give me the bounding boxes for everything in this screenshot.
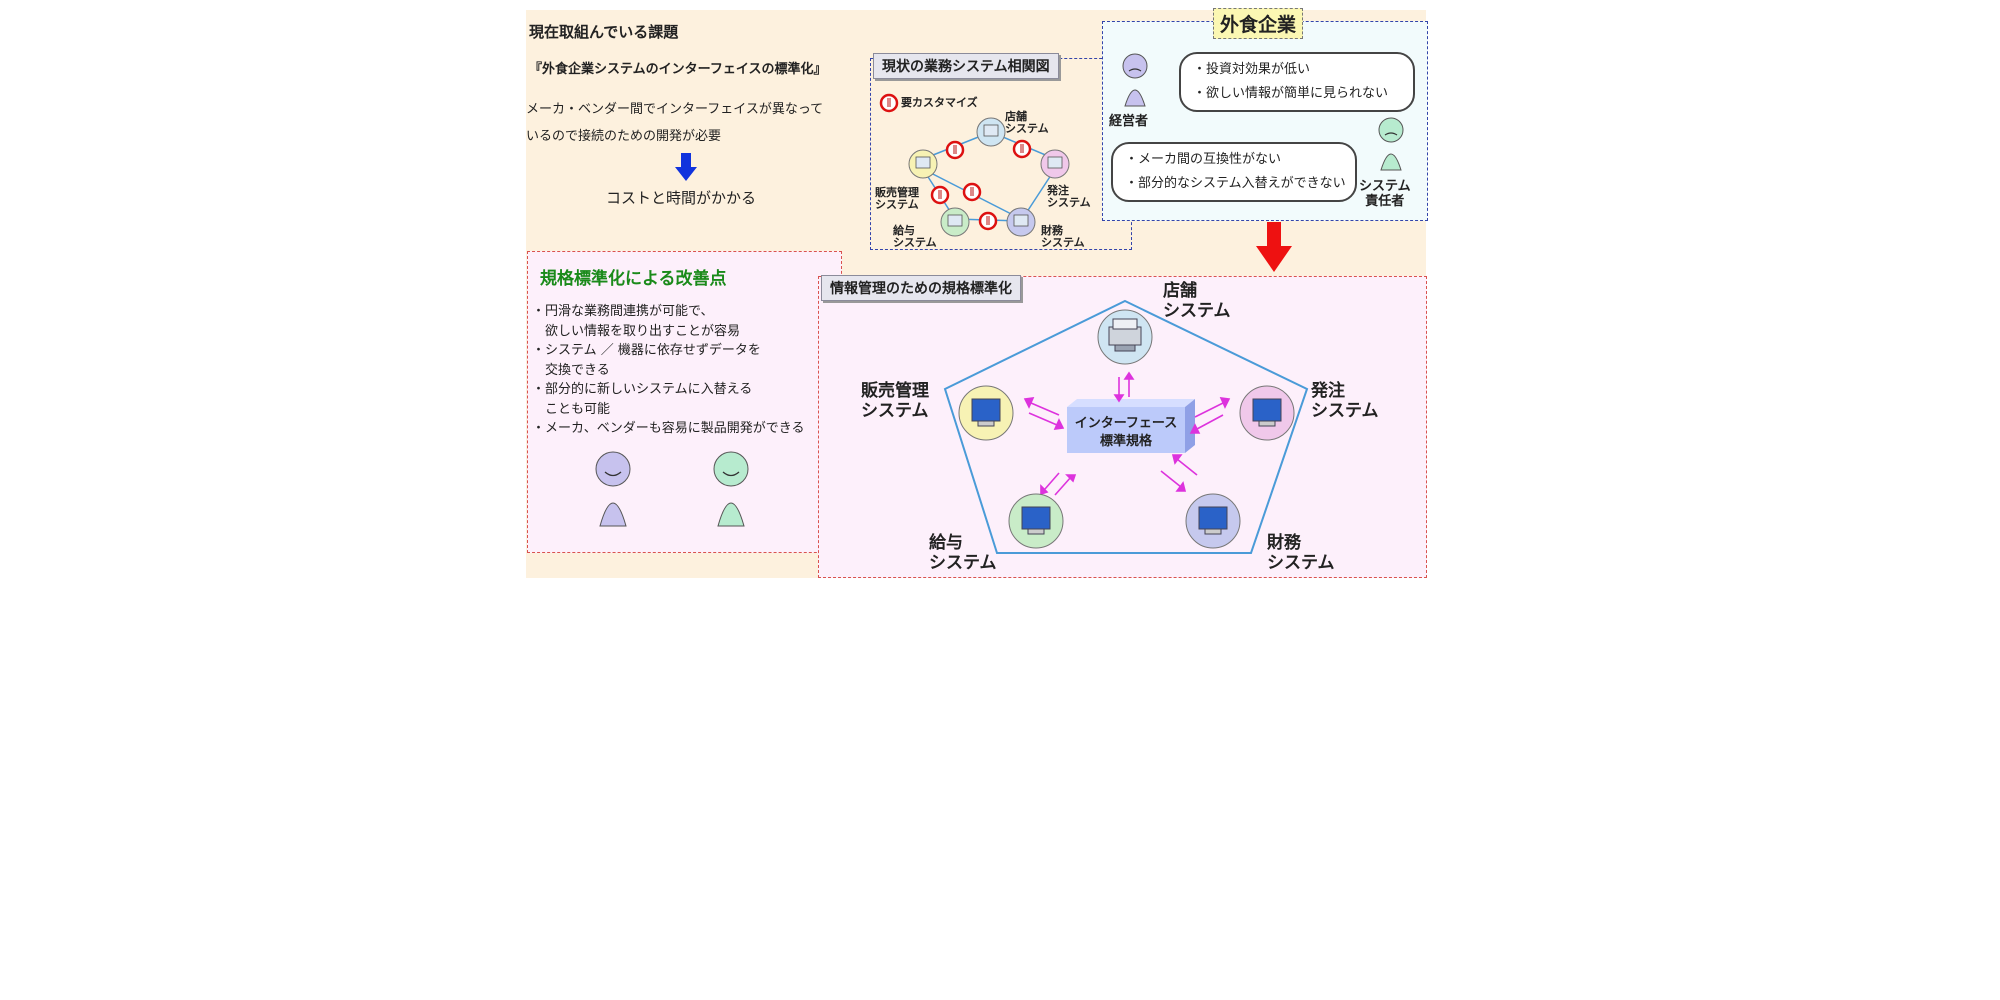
manager-label: 経営者 [1109,114,1149,129]
standardization-label: 情報管理のための規格標準化 [821,275,1021,301]
customize-legend: 要カスタマイズ [901,96,978,109]
person-icon [595,451,631,527]
arrow-down-icon [675,153,697,181]
list-item: ・メーカ、ベンダーも容易に製品開発ができる [532,421,805,436]
cs-finance-label: 財務システム [1041,224,1085,249]
improvement-title: 規格標準化による改善点 [540,269,727,289]
improvement-list: ・円滑な業務間連携が可能で、 欲しい情報を取り出すことが容易 ・システム ／ 機… [532,302,804,439]
std-store-label: 店舗システム [1163,281,1231,321]
improvement-panel: 規格標準化による改善点 ・円滑な業務間連携が可能で、 欲しい情報を取り出すことが… [527,251,842,553]
sysadmin-bubble: ・メーカ間の互換性がない ・部分的なシステム入替えができない [1111,142,1357,202]
cs-sales-label: 販売管理システム [875,186,919,211]
std-order-label: 発注システム [1311,381,1379,421]
cs-store-label: 店舗システム [1005,110,1049,135]
current-system-diagram [879,93,1070,237]
standardization-panel: 情報管理のための規格標準化 インターフェース 標準規格 店舗システム 発注システ… [818,275,1427,578]
person-icon [713,451,749,527]
list-item: ・部分的に新しいシステムに入替える [532,382,753,397]
list-item: 欲しい情報を取り出すことが容易 [532,323,741,339]
arrow-down-icon [1256,222,1292,272]
std-sales-label: 販売管理システム [861,381,929,421]
manager-bubble: ・投資対効果が低い ・欲しい情報が簡単に見られない [1179,52,1415,112]
std-finance-label: 財務システム [1267,533,1335,573]
current-issue-desc-1: メーカ・ベンダー間でインターフェイスが異なって [526,102,824,117]
company-title: 外食企業 [1213,8,1304,39]
current-issue-heading: 現在取組んでいる課題 [529,23,679,41]
current-issue-desc-2: いるので接続のための開発が必要 [526,129,722,144]
current-system-label: 現状の業務システム相関図 [873,53,1059,79]
person-icon [1378,117,1404,171]
infographic: 現在取組んでいる課題 『外食企業システムのインターフェイスの標準化』 メーカ・ベ… [526,8,1428,578]
interface-standard-box: インターフェース 標準規格 [1074,416,1178,449]
list-item: 交換できる [532,362,610,378]
std-payroll-label: 給与システム [929,533,997,573]
standardization-diagram [943,299,1309,554]
current-issue-subtitle: 『外食企業システムのインターフェイスの標準化』 [529,62,827,77]
cost-time-result: コストと時間がかかる [606,189,757,207]
sysadmin-label: システム責任者 [1359,179,1411,209]
cs-payroll-label: 給与システム [893,224,937,249]
current-system-panel: 現状の業務システム相関図 要カスタマイズ 店舗システム 発注システム 販売管理シ… [870,53,1132,250]
list-item: ・円滑な業務間連携が可能で、 [532,304,714,319]
list-item: ・システム ／ 機器に依存せずデータを [532,343,761,358]
cs-order-label: 発注システム [1047,184,1091,209]
company-panel: 経営者 ・投資対効果が低い ・欲しい情報が簡単に見られない システム責任者 ・メ… [1102,21,1428,221]
list-item: ことも可能 [532,401,611,417]
person-icon [1122,53,1148,107]
